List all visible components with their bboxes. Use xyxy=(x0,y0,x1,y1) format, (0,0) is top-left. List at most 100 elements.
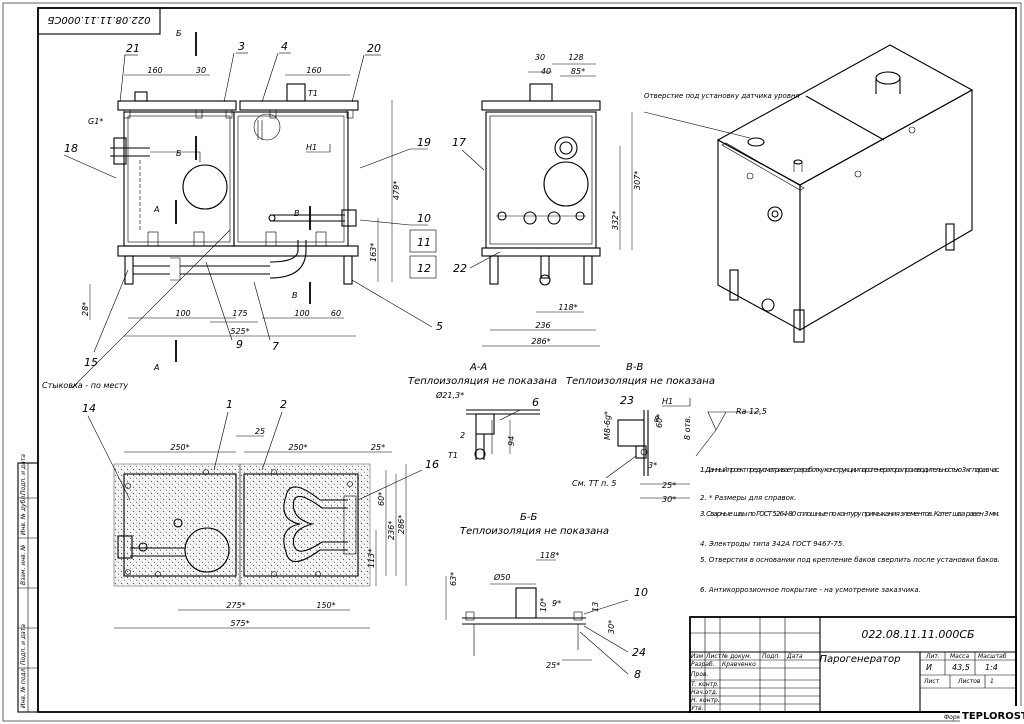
svg-text:G1*: G1* xyxy=(88,117,103,126)
svg-text:14: 14 xyxy=(82,402,96,415)
svg-text:1:4: 1:4 xyxy=(985,663,998,672)
svg-text:5: 5 xyxy=(436,320,443,333)
svg-text:23: 23 xyxy=(620,394,634,407)
svg-text:А: А xyxy=(153,205,159,214)
svg-text:118*: 118* xyxy=(540,551,559,560)
svg-text:Взам. инв. №: Взам. инв. № xyxy=(20,544,27,585)
svg-text:30*: 30* xyxy=(607,620,616,634)
svg-text:Подп. и дата: Подп. и дата xyxy=(20,454,27,495)
svg-text:8: 8 xyxy=(654,415,659,424)
balloons-front: 21 3 4 20 18 19 10 11 12 5 15 9 7 xyxy=(63,40,443,369)
svg-text:3: 3 xyxy=(238,40,245,53)
section-aa: А-А Теплоизоляция не показана 94 Ø21,3* … xyxy=(408,362,557,460)
svg-text:Формат: Формат xyxy=(944,714,969,721)
svg-text:Б: Б xyxy=(176,149,182,158)
inner-frame xyxy=(37,7,1017,713)
svg-text:Теплоизоляция не показана: Теплоизоляция не показана xyxy=(566,376,715,387)
svg-text:163*: 163* xyxy=(369,243,378,262)
svg-text:Подп. и дата: Подп. и дата xyxy=(20,624,27,665)
svg-text:H1: H1 xyxy=(306,143,317,152)
svg-text:6: 6 xyxy=(532,396,539,409)
svg-text:Масштаб: Масштаб xyxy=(978,653,1007,660)
svg-text:60*: 60* xyxy=(377,492,386,506)
svg-text:7: 7 xyxy=(272,340,279,353)
svg-text:3. Сварные швы по ГОСТ 5264-8: 3. Сварные швы по ГОСТ 5264-80 сплошные … xyxy=(700,510,1000,518)
svg-text:307*: 307* xyxy=(633,171,642,190)
svg-text:13: 13 xyxy=(591,602,600,612)
drawing-code: 022.08.11.11.000СБ xyxy=(861,628,974,641)
svg-text:275*: 275* xyxy=(226,601,245,610)
svg-text:30*: 30* xyxy=(662,495,676,504)
svg-text:100: 100 xyxy=(175,309,190,318)
svg-text:Масса: Масса xyxy=(950,653,969,660)
svg-text:2: 2 xyxy=(280,398,287,411)
svg-text:Н1: Н1 xyxy=(662,397,673,406)
svg-text:9: 9 xyxy=(236,338,243,351)
svg-text:19: 19 xyxy=(417,136,431,149)
svg-text:Лит.: Лит. xyxy=(925,653,940,660)
svg-text:М8-6g*: М8-6g* xyxy=(603,411,612,440)
svg-text:43,5: 43,5 xyxy=(952,663,970,672)
svg-text:250*: 250* xyxy=(288,443,307,452)
svg-text:94: 94 xyxy=(507,436,516,446)
svg-text:2. * Размеры для справок.: 2. * Размеры для справок. xyxy=(700,494,796,502)
svg-text:2: 2 xyxy=(460,431,465,440)
watermark: TEPLOROST xyxy=(962,711,1024,722)
svg-text:4. Электроды типа 342А ГОСТ 9: 4. Электроды типа 342А ГОСТ 9467-75. xyxy=(700,540,845,548)
svg-text:24: 24 xyxy=(632,646,646,659)
svg-text:11: 11 xyxy=(417,236,431,249)
svg-text:Кравченко: Кравченко xyxy=(722,661,756,668)
svg-text:18: 18 xyxy=(64,142,78,155)
svg-text:40: 40 xyxy=(541,67,551,76)
svg-text:479*: 479* xyxy=(392,181,401,200)
svg-text:60*: 60* xyxy=(655,414,664,428)
svg-text:63*: 63* xyxy=(449,572,458,586)
svg-text:10: 10 xyxy=(417,212,431,225)
svg-text:8 отв.: 8 отв. xyxy=(683,416,692,440)
svg-text:160: 160 xyxy=(147,66,162,75)
svg-text:Изм: Изм xyxy=(691,653,704,660)
svg-text:Б-Б: Б-Б xyxy=(520,512,537,523)
svg-text:22: 22 xyxy=(453,262,467,275)
svg-text:См. ТТ п. 5: См. ТТ п. 5 xyxy=(572,479,616,488)
svg-text:Разраб.: Разраб. xyxy=(691,661,715,668)
front-view: 160 30 160 479* 163* 28* 100 175 100 60 … xyxy=(42,29,401,390)
svg-text:16: 16 xyxy=(425,458,439,471)
svg-text:286*: 286* xyxy=(397,515,406,534)
svg-text:Нач.отд.: Нач.отд. xyxy=(691,689,718,696)
svg-text:Ø50: Ø50 xyxy=(493,572,510,582)
svg-text:236: 236 xyxy=(535,321,550,330)
svg-text:575*: 575* xyxy=(230,619,249,628)
svg-text:6. Антикоррозионное покрытие: 6. Антикоррозионное покрытие - на усмотр… xyxy=(700,586,921,594)
svg-text:1: 1 xyxy=(990,678,994,685)
svg-text:60: 60 xyxy=(331,309,341,318)
svg-text:3*: 3* xyxy=(648,461,657,470)
watermark-bg xyxy=(960,706,1024,724)
svg-text:118*: 118* xyxy=(558,303,577,312)
svg-text:85*: 85* xyxy=(571,67,585,76)
svg-text:1: 1 xyxy=(226,398,233,411)
svg-text:30: 30 xyxy=(196,66,206,75)
svg-text:В-В: В-В xyxy=(626,362,643,373)
svg-text:8: 8 xyxy=(634,668,641,681)
svg-text:10: 10 xyxy=(634,586,648,599)
svg-text:236*: 236* xyxy=(387,521,396,540)
svg-text:Т. контр.: Т. контр. xyxy=(691,681,719,688)
svg-text:12: 12 xyxy=(417,262,431,275)
svg-text:Пров.: Пров. xyxy=(691,671,709,678)
svg-text:А: А xyxy=(153,363,159,372)
svg-text:Б: Б xyxy=(176,29,182,38)
svg-text:В: В xyxy=(292,291,298,300)
svg-text:113*: 113* xyxy=(367,549,376,568)
svg-text:В: В xyxy=(294,209,300,218)
svg-text:525*: 525* xyxy=(230,327,249,336)
svg-text:T1: T1 xyxy=(308,89,318,98)
svg-text:Листов: Листов xyxy=(957,678,981,685)
plan-view: 250* 25 250* 25* 60* 236* 286* 113* 275*… xyxy=(82,398,439,629)
svg-text:Ø21,3*: Ø21,3* xyxy=(435,390,464,400)
svg-text:Дата: Дата xyxy=(786,653,803,660)
svg-text:Инв. № дубл.: Инв. № дубл. xyxy=(20,494,27,535)
svg-text:T1: T1 xyxy=(448,451,458,460)
section-vv: В-В Теплоизоляция не показана М8-6g* 60*… xyxy=(566,362,767,504)
